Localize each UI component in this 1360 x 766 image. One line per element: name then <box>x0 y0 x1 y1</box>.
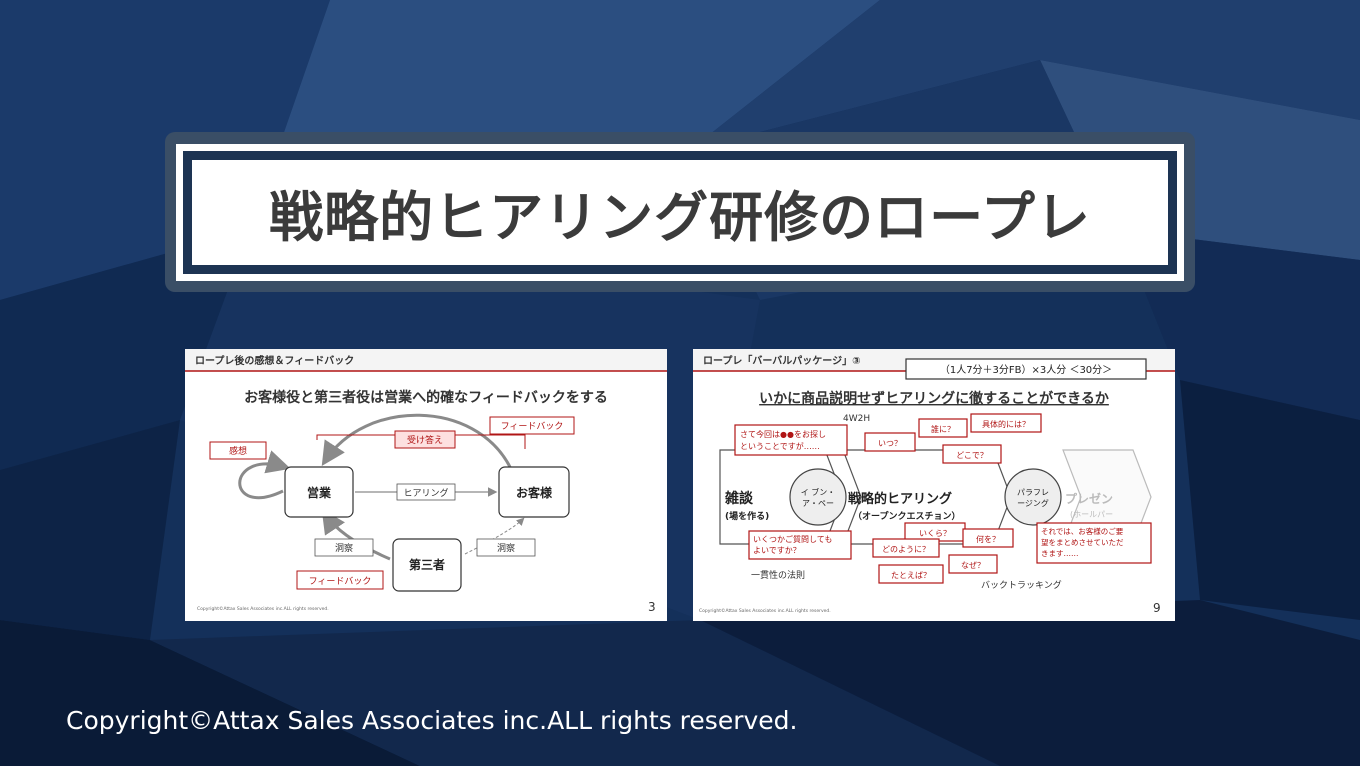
bubble-donoyouni <box>872 538 940 558</box>
bubble-sate-line1: さて今回は●●をお探し <box>740 429 826 439</box>
label-dousatsu-left-box <box>314 538 374 557</box>
label-kansou: 感想 <box>229 445 247 457</box>
step-senryaku-label: 戦略的ヒアリング <box>848 491 952 507</box>
page-title: 戦略的ヒアリング研修のロープレ <box>269 186 1091 249</box>
third-to-sales-arrow <box>321 509 391 561</box>
bubble-itsu <box>864 432 916 452</box>
label-feedback-bottom-box <box>296 570 384 590</box>
bubble-nanio-text: 何を？ <box>976 534 1000 544</box>
node-third-party-label: 第三者 <box>409 557 445 572</box>
bubble-soredewa-line1: それでは、お客様のご要 <box>1041 526 1124 536</box>
node-third-party <box>392 538 462 592</box>
bubble-gutaiteki-text: 具体的には？ <box>982 419 1030 429</box>
node-sales-label: 営業 <box>307 485 332 500</box>
slide-header: ロープレ後の感想＆フィードバック <box>195 354 354 367</box>
time-box-text: （1人7分＋3分FB）×3人分 ＜30分＞ <box>940 364 1112 376</box>
bubble-donoyouni-text: どのように？ <box>882 545 930 554</box>
third-to-customer-arrow <box>464 517 525 555</box>
label-hearing-box <box>396 483 456 501</box>
bubble-ikutsuka-line2: よいですか？ <box>753 546 801 555</box>
slide-thumbnail-verbal-package: ロープレ「バーバルパッケージ」③ （1人7分＋3分FB）×3人分 ＜30分＞ い… <box>693 349 1175 621</box>
node-customer-label: お客様 <box>516 485 553 500</box>
slide-verbal-package-diagram: ロープレ「バーバルパッケージ」③ （1人7分＋3分FB）×3人分 ＜30分＞ い… <box>693 349 1175 615</box>
label-dousatsu-right-box <box>476 538 536 557</box>
circle-even-line2: ア・ペー <box>802 499 834 508</box>
slide-page-number: 9 <box>1153 601 1161 615</box>
title-box: 戦略的ヒアリング研修のロープレ <box>192 160 1168 265</box>
bubble-sate-line2: ということですが…… <box>740 441 820 451</box>
slide-header-bar <box>185 349 667 371</box>
slide-header: ロープレ「バーバルパッケージ」③ <box>703 354 861 367</box>
node-customer <box>498 466 570 518</box>
label-backtracking: バックトラッキング <box>981 579 1062 591</box>
circle-even <box>789 468 847 526</box>
slide-feedback-diagram: ロープレ後の感想＆フィードバック お客様役と第三者役は営業へ的確なフィードバック… <box>185 349 667 614</box>
label-feedback-top-box <box>489 416 575 435</box>
time-box <box>905 358 1147 380</box>
bubble-nanio <box>962 528 1014 548</box>
footer-copyright: Copyright©Attax Sales Associates inc.ALL… <box>66 706 798 735</box>
slide-thumbnail-feedback: ロープレ後の感想＆フィードバック お客様役と第三者役は営業へ的確なフィードバック… <box>185 349 667 621</box>
bubble-naze <box>948 554 998 574</box>
bubble-naze-text: なぜ？ <box>961 561 985 570</box>
bubble-dokode-text: どこで？ <box>956 451 988 460</box>
label-dousatsu-right: 洞察 <box>497 542 515 554</box>
label-ukekotae-box <box>394 430 456 449</box>
label-feedback-bottom: フィードバック <box>309 576 372 587</box>
slide-heading: お客様役と第三者役は営業へ的確なフィードバックをする <box>244 389 608 406</box>
step-senryaku-sub: （オープンクエスチョン） <box>853 510 960 522</box>
slide-copyright: Copyright©Attax Sales Associates inc.ALL… <box>699 607 831 614</box>
circle-paraphrase-line1: パラフレ <box>1017 488 1049 497</box>
label-ukekotae: 受け答え <box>407 434 443 446</box>
bubble-dareni <box>918 418 968 438</box>
bubble-sate <box>734 424 848 456</box>
circle-paraphrase-line2: ージング <box>1017 498 1049 508</box>
label-hearing: ヒアリング <box>403 487 448 499</box>
step-zatsudan-sub: (場を作る) <box>725 510 769 522</box>
self-loop-arrow <box>238 450 291 500</box>
feedback-arc-arrow <box>321 413 512 468</box>
label-consistency: 一貫性の法則 <box>751 569 805 581</box>
node-sales <box>284 466 354 518</box>
step-zatsudan-label: 雑談 <box>724 490 754 507</box>
label-feedback-top: フィードバック <box>501 421 564 432</box>
bubble-tatoeba-text: たとえば？ <box>891 571 931 580</box>
bubble-itsu-text: いつ？ <box>878 439 902 448</box>
step-presen-sub: (ホールパー <box>1070 510 1113 519</box>
circle-paraphrase <box>1004 468 1062 526</box>
slide-page-number: 3 <box>648 600 656 614</box>
bubble-dareni-text: 誰に？ <box>931 424 955 434</box>
bubble-soredewa-line2: 望をまとめさせていただ <box>1041 537 1124 547</box>
bubble-tatoeba <box>878 564 944 584</box>
bubble-ikutsuka-line1: いくつかご質問しても <box>753 534 832 544</box>
slide-heading: いかに商品説明せずヒアリングに徹することができるか <box>759 390 1109 407</box>
label-kansou-box <box>209 441 267 460</box>
label-dousatsu-left: 洞察 <box>335 542 353 554</box>
bubble-dokode <box>942 444 1002 464</box>
bubble-ikutsuka <box>748 530 852 560</box>
circle-even-line1: イ ブン・ <box>801 487 836 497</box>
bubble-gutaiteki <box>970 413 1042 433</box>
bubble-soredewa <box>1036 522 1152 564</box>
bubble-ikura-text: いくら？ <box>919 529 951 538</box>
label-4w2h: 4W2H <box>843 414 870 424</box>
slide-copyright: Copyright©Attax Sales Associates inc.ALL… <box>197 605 329 612</box>
step-presen-label: プレゼン <box>1065 491 1113 506</box>
bubble-soredewa-line3: きます…… <box>1041 549 1079 558</box>
